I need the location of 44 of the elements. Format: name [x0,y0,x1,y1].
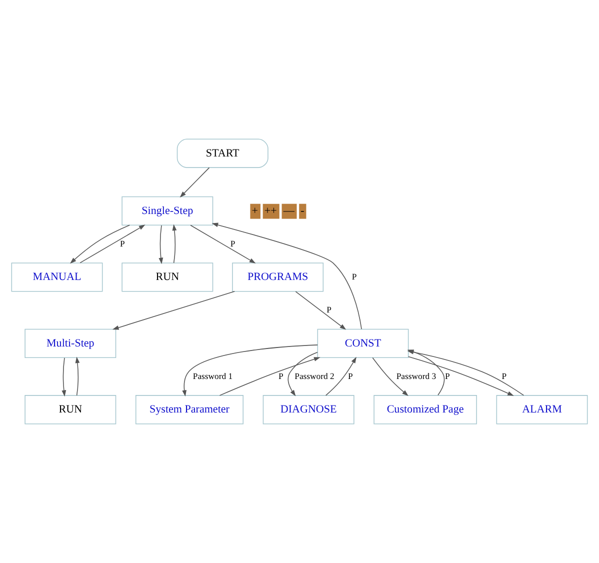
arrow [158,225,164,264]
node-box: PROGRAMS [232,262,324,292]
arrow [295,291,346,330]
arrow [180,167,210,198]
node-box: ALARM [496,395,588,424]
label: - [300,205,304,218]
arrow [80,224,146,264]
node-box: Single-Step [122,196,214,226]
node-box: CONST [317,328,409,358]
label: ++ [264,205,277,218]
edge-label: P [120,238,125,248]
edge-label: P [348,370,353,381]
edge-label: P [352,271,357,282]
edge-label: P [230,238,236,248]
arrow [75,356,80,396]
edge-label: P [278,370,284,381]
arrow [112,291,235,330]
arrow [219,357,320,396]
node-box: Customized Page [374,395,477,424]
node-box: DIAGNOSE [262,395,354,424]
node-box: START [176,138,268,168]
arrow [172,224,177,264]
arrow [70,224,130,264]
edge-label: Password 3 [396,370,436,381]
edge-label: Password 1 [192,370,233,381]
edge-label: Password 2 [294,370,334,381]
arrow [325,356,356,396]
node-box: RUN [24,395,116,424]
node-box: MANUAL [11,262,103,292]
node-box: Multi-Step [24,328,116,358]
arrow [212,222,362,330]
edge-label: P [444,370,450,381]
edge-label: P [326,304,332,314]
label: — [283,205,294,218]
label: + [252,205,258,218]
node-box: RUN [122,262,214,292]
arrow [182,344,318,397]
arrow [190,224,256,264]
edge-label: P [502,370,507,381]
arrow [288,352,318,396]
arrow [408,356,514,396]
arrow [62,358,66,397]
node-box: System Parameter [135,395,244,424]
arrow [372,357,408,396]
